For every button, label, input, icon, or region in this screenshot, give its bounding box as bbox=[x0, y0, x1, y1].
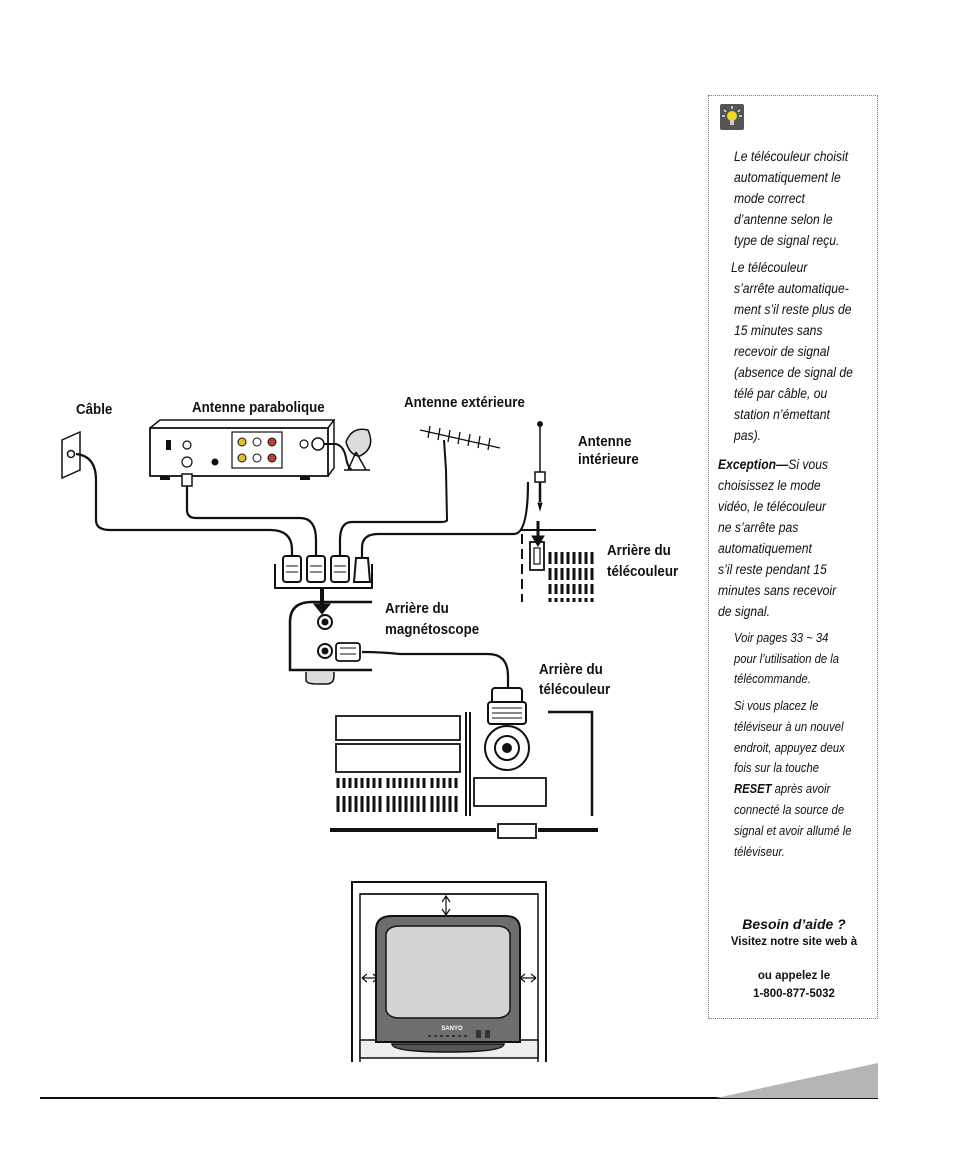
note1-line: automatiquement le bbox=[734, 170, 841, 185]
note1-line: Le télécouleur choisit bbox=[734, 149, 849, 164]
indoor-antenna-icon bbox=[534, 421, 546, 512]
help-call: ou appelez le bbox=[757, 970, 831, 982]
note1-line: type de signal reçu. bbox=[734, 233, 840, 248]
exception-line: de signal. bbox=[718, 604, 771, 619]
note4-line: téléviseur. bbox=[734, 844, 785, 859]
label-tv-back-upper-1: Arrière du bbox=[607, 543, 671, 559]
help-website: Visitez notre site web à bbox=[730, 936, 858, 948]
tv-back-panel bbox=[330, 687, 598, 839]
label-indoor-antenna-2: intérieure bbox=[578, 452, 639, 468]
exception-line: Si vous bbox=[788, 457, 829, 472]
note4-line: endroit, appuyez deux bbox=[734, 740, 845, 755]
note3-line: Voir pages 33 ~ 34 bbox=[734, 631, 829, 645]
wall-outlet-icon bbox=[61, 430, 81, 480]
exception-line: automatiquement bbox=[718, 541, 812, 556]
label-cable: Câble bbox=[76, 402, 113, 418]
tv-on-shelf bbox=[351, 881, 547, 1062]
note4-line: téléviseur à un nouvel bbox=[734, 719, 844, 734]
footer-rule bbox=[40, 1097, 878, 1099]
note3-line: télécommande. bbox=[734, 672, 811, 686]
signal-splitter bbox=[274, 555, 373, 589]
exception-label: Exception— bbox=[718, 457, 789, 472]
label-vcr-back-2: magnétoscope bbox=[385, 622, 480, 638]
note2-line: ment s’il reste plus de bbox=[734, 302, 852, 317]
label-tv-back-lower-1: Arrière du bbox=[539, 662, 603, 678]
satellite-dish-icon bbox=[324, 428, 372, 471]
label-vcr-back-1: Arrière du bbox=[385, 601, 449, 617]
exception-line: s’il reste pendant 15 bbox=[718, 562, 827, 577]
vcr-back-panel bbox=[288, 600, 372, 685]
lightbulb-icon bbox=[720, 104, 744, 130]
exception-line: minutes sans recevoir bbox=[718, 583, 837, 598]
reset-key-label: RESET bbox=[734, 782, 772, 797]
note4-line: Si vous placez le bbox=[734, 699, 819, 713]
note2-line: s’arrête automatique- bbox=[734, 281, 849, 296]
note2-line: recevoir de signal bbox=[734, 344, 830, 359]
help-phone: 1-800-877-5032 bbox=[753, 988, 835, 1000]
note2-line: (absence de signal de bbox=[734, 365, 853, 380]
satellite-receiver bbox=[149, 419, 336, 487]
label-satellite-dish: Antenne parabolique bbox=[192, 400, 325, 416]
tv-vent-slots bbox=[336, 778, 458, 812]
help-title: Besoin d’aide ? bbox=[742, 916, 846, 932]
note2-line: station n’émettant bbox=[734, 407, 830, 422]
note2-line: télé par câble, ou bbox=[734, 386, 828, 401]
exception-line: choisissez le mode bbox=[718, 478, 821, 493]
note4-line: fois sur la touche bbox=[734, 761, 820, 776]
exception-line: ne s’arrête pas bbox=[718, 520, 799, 535]
note2-line: Le télécouleur bbox=[731, 260, 808, 275]
exception-line: vidéo, le télécouleur bbox=[718, 499, 827, 514]
note4-line: après avoir bbox=[771, 782, 831, 797]
note4-line: connecté la source de bbox=[734, 802, 845, 817]
note4-line: signal et avoir allumé le bbox=[734, 823, 852, 838]
label-tv-back-lower-2: télécouleur bbox=[539, 682, 611, 698]
tv-brand-label: SANYO bbox=[441, 1026, 463, 1032]
note2-line: pas). bbox=[734, 428, 762, 443]
note1-line: d’antenne selon le bbox=[734, 212, 833, 227]
label-tv-back-upper-2: télécouleur bbox=[607, 564, 679, 580]
note3-line: pour l’utilisation de la bbox=[734, 651, 840, 666]
tv-back-panel-upper bbox=[520, 521, 596, 602]
page-corner-tab bbox=[716, 1063, 878, 1098]
label-indoor-antenna-1: Antenne bbox=[578, 434, 632, 450]
note1-line: mode correct bbox=[734, 191, 805, 206]
outdoor-antenna-icon bbox=[419, 425, 501, 521]
label-outdoor-antenna: Antenne extérieure bbox=[404, 395, 525, 411]
tips-sidebar: Le télécouleur choisit automatiquement l… bbox=[708, 95, 878, 1019]
note2-line: 15 minutes sans bbox=[734, 323, 823, 338]
